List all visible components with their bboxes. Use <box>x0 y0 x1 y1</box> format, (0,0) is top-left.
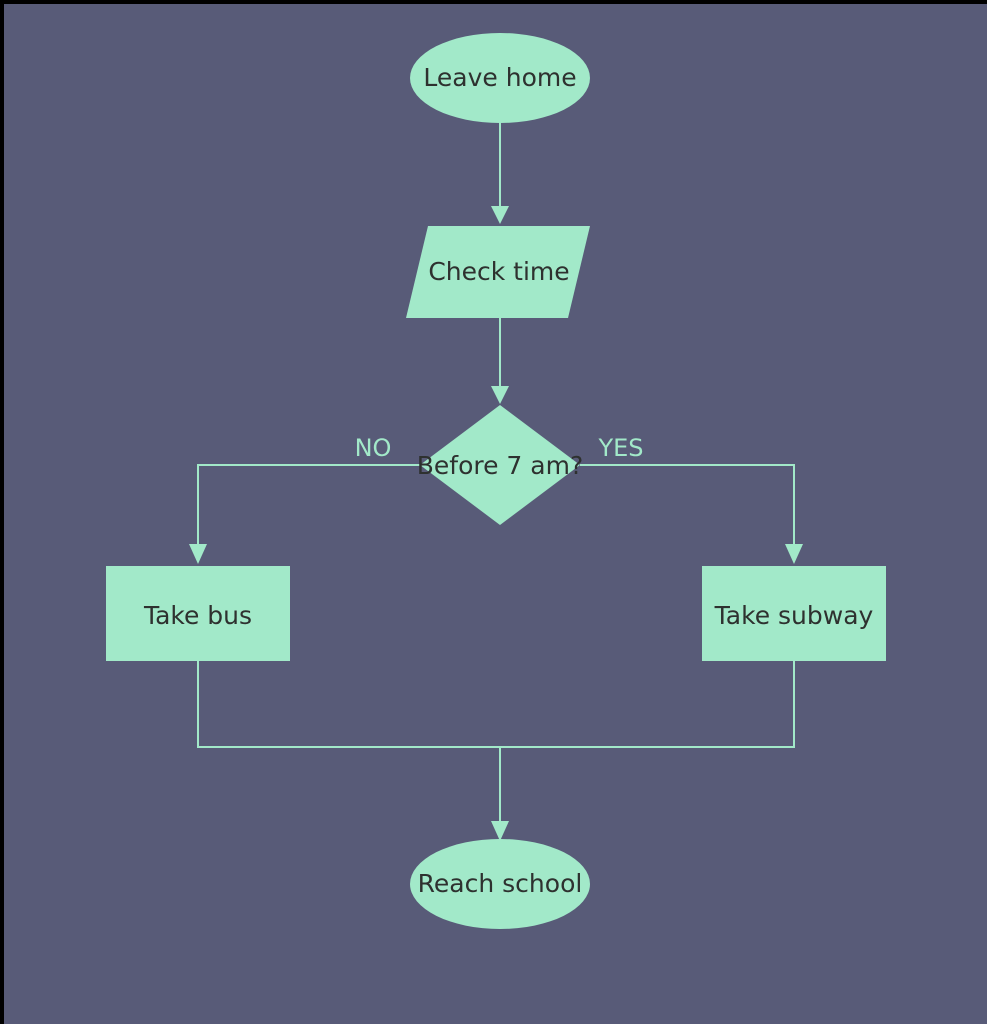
node-check-time-label: Check time <box>428 257 569 286</box>
node-take-bus[interactable]: Take bus <box>106 566 290 661</box>
edge-merge-to-end <box>491 747 509 841</box>
connector-line <box>197 661 500 748</box>
arrowhead-icon <box>491 206 509 224</box>
arrowhead-icon <box>785 544 803 564</box>
node-end[interactable]: Reach school <box>410 839 590 929</box>
node-take-subway-label: Take subway <box>714 601 874 630</box>
edge-bus-to-end <box>197 661 500 748</box>
node-check-time[interactable]: Check time <box>406 226 590 318</box>
rectangle-shape <box>702 566 886 661</box>
rectangle-shape <box>106 566 290 661</box>
node-take-subway[interactable]: Take subway <box>702 566 886 661</box>
arrowhead-icon <box>189 544 207 564</box>
node-decision-label: Before 7 am? <box>417 451 583 480</box>
edge-subway-to-end <box>500 661 795 748</box>
arrowhead-icon <box>491 821 509 841</box>
arrowhead-icon <box>491 386 509 404</box>
edge-label-yes: YES <box>597 434 643 462</box>
edge-label-no: NO <box>355 434 392 462</box>
node-take-bus-label: Take bus <box>143 601 252 630</box>
node-start[interactable]: Leave home <box>410 33 590 123</box>
ellipse-shape <box>410 33 590 123</box>
ellipse-shape <box>410 839 590 929</box>
connector-line <box>500 661 795 748</box>
node-decision[interactable]: Before 7 am? <box>417 405 583 525</box>
diamond-shape <box>420 405 580 525</box>
edge-start-to-process <box>491 122 509 224</box>
node-start-label: Leave home <box>423 63 576 92</box>
node-end-label: Reach school <box>418 869 583 898</box>
edge-decision-to-bus <box>189 464 420 564</box>
connector-line <box>197 464 420 548</box>
edge-decision-to-subway <box>580 464 803 564</box>
parallelogram-shape <box>406 226 590 318</box>
edge-process-to-decision <box>491 318 509 404</box>
connector-line <box>580 464 795 548</box>
